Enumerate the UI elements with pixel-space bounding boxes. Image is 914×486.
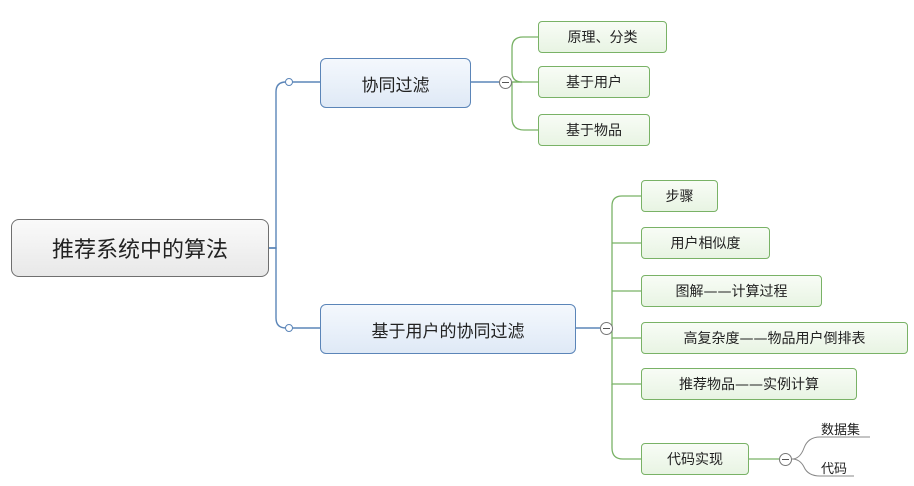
connector-root-branch-2 (269, 247, 320, 329)
subtopic-label: 基于用户 (566, 75, 622, 91)
collapse-branch-1-button[interactable] (499, 76, 512, 89)
joint-branch-1 (285, 78, 293, 86)
connector-branch-1-child-1 (511, 36, 538, 83)
topic-label: 基于用户的协同过滤 (371, 321, 525, 342)
subtopic-user-similarity[interactable]: 用户相似度 (641, 227, 770, 259)
subtopic-steps[interactable]: 步骤 (641, 180, 718, 212)
connector-branch-1-child-3 (511, 82, 538, 131)
collapse-branch-2-button[interactable] (600, 322, 613, 335)
connector-branch-2-child-5 (611, 338, 641, 385)
subtopic-label: 推荐物品——实例计算 (679, 377, 819, 393)
leaf-code[interactable]: 代码 (821, 462, 848, 477)
collapse-code-button[interactable] (779, 453, 792, 466)
subtopic-label: 图解——计算过程 (675, 284, 788, 300)
subtopic-code-implementation[interactable]: 代码实现 (641, 443, 749, 475)
subtopic-recommend-items[interactable]: 推荐物品——实例计算 (641, 368, 857, 400)
joint-branch-2 (285, 324, 293, 332)
leaf-dataset[interactable]: 数据集 (821, 423, 861, 438)
connector-root-branch-1 (269, 81, 320, 249)
subtopic-item-based[interactable]: 基于物品 (538, 114, 650, 146)
subtopic-label: 代码实现 (667, 452, 723, 468)
subtopic-label: 原理、分类 (567, 30, 638, 46)
subtopic-label: 步骤 (665, 189, 694, 205)
topic-collaborative-filtering[interactable]: 协同过滤 (320, 58, 471, 108)
subtopic-high-complexity[interactable]: 高复杂度——物品用户倒排表 (641, 322, 908, 354)
connector-branch-2-trunk (611, 195, 641, 328)
subtopic-label: 高复杂度——物品用户倒排表 (683, 331, 866, 347)
subtopic-label: 基于物品 (566, 123, 622, 139)
connector-leaf-dataset (791, 436, 870, 460)
subtopic-user-based[interactable]: 基于用户 (538, 66, 650, 98)
connector-branch-2-child-6 (611, 384, 641, 460)
connector-leaf-code (791, 458, 854, 477)
subtopic-diagram-calculation[interactable]: 图解——计算过程 (641, 275, 822, 307)
connector-branch-2-child-4 (611, 328, 641, 339)
subtopic-label: 用户相似度 (670, 236, 741, 252)
subtopic-principle-classification[interactable]: 原理、分类 (538, 21, 667, 53)
root-topic[interactable]: 推荐系统中的算法 (11, 219, 269, 277)
topic-label: 协同过滤 (361, 75, 430, 96)
topic-user-based-cf[interactable]: 基于用户的协同过滤 (320, 304, 576, 354)
root-topic-label: 推荐系统中的算法 (51, 238, 228, 263)
